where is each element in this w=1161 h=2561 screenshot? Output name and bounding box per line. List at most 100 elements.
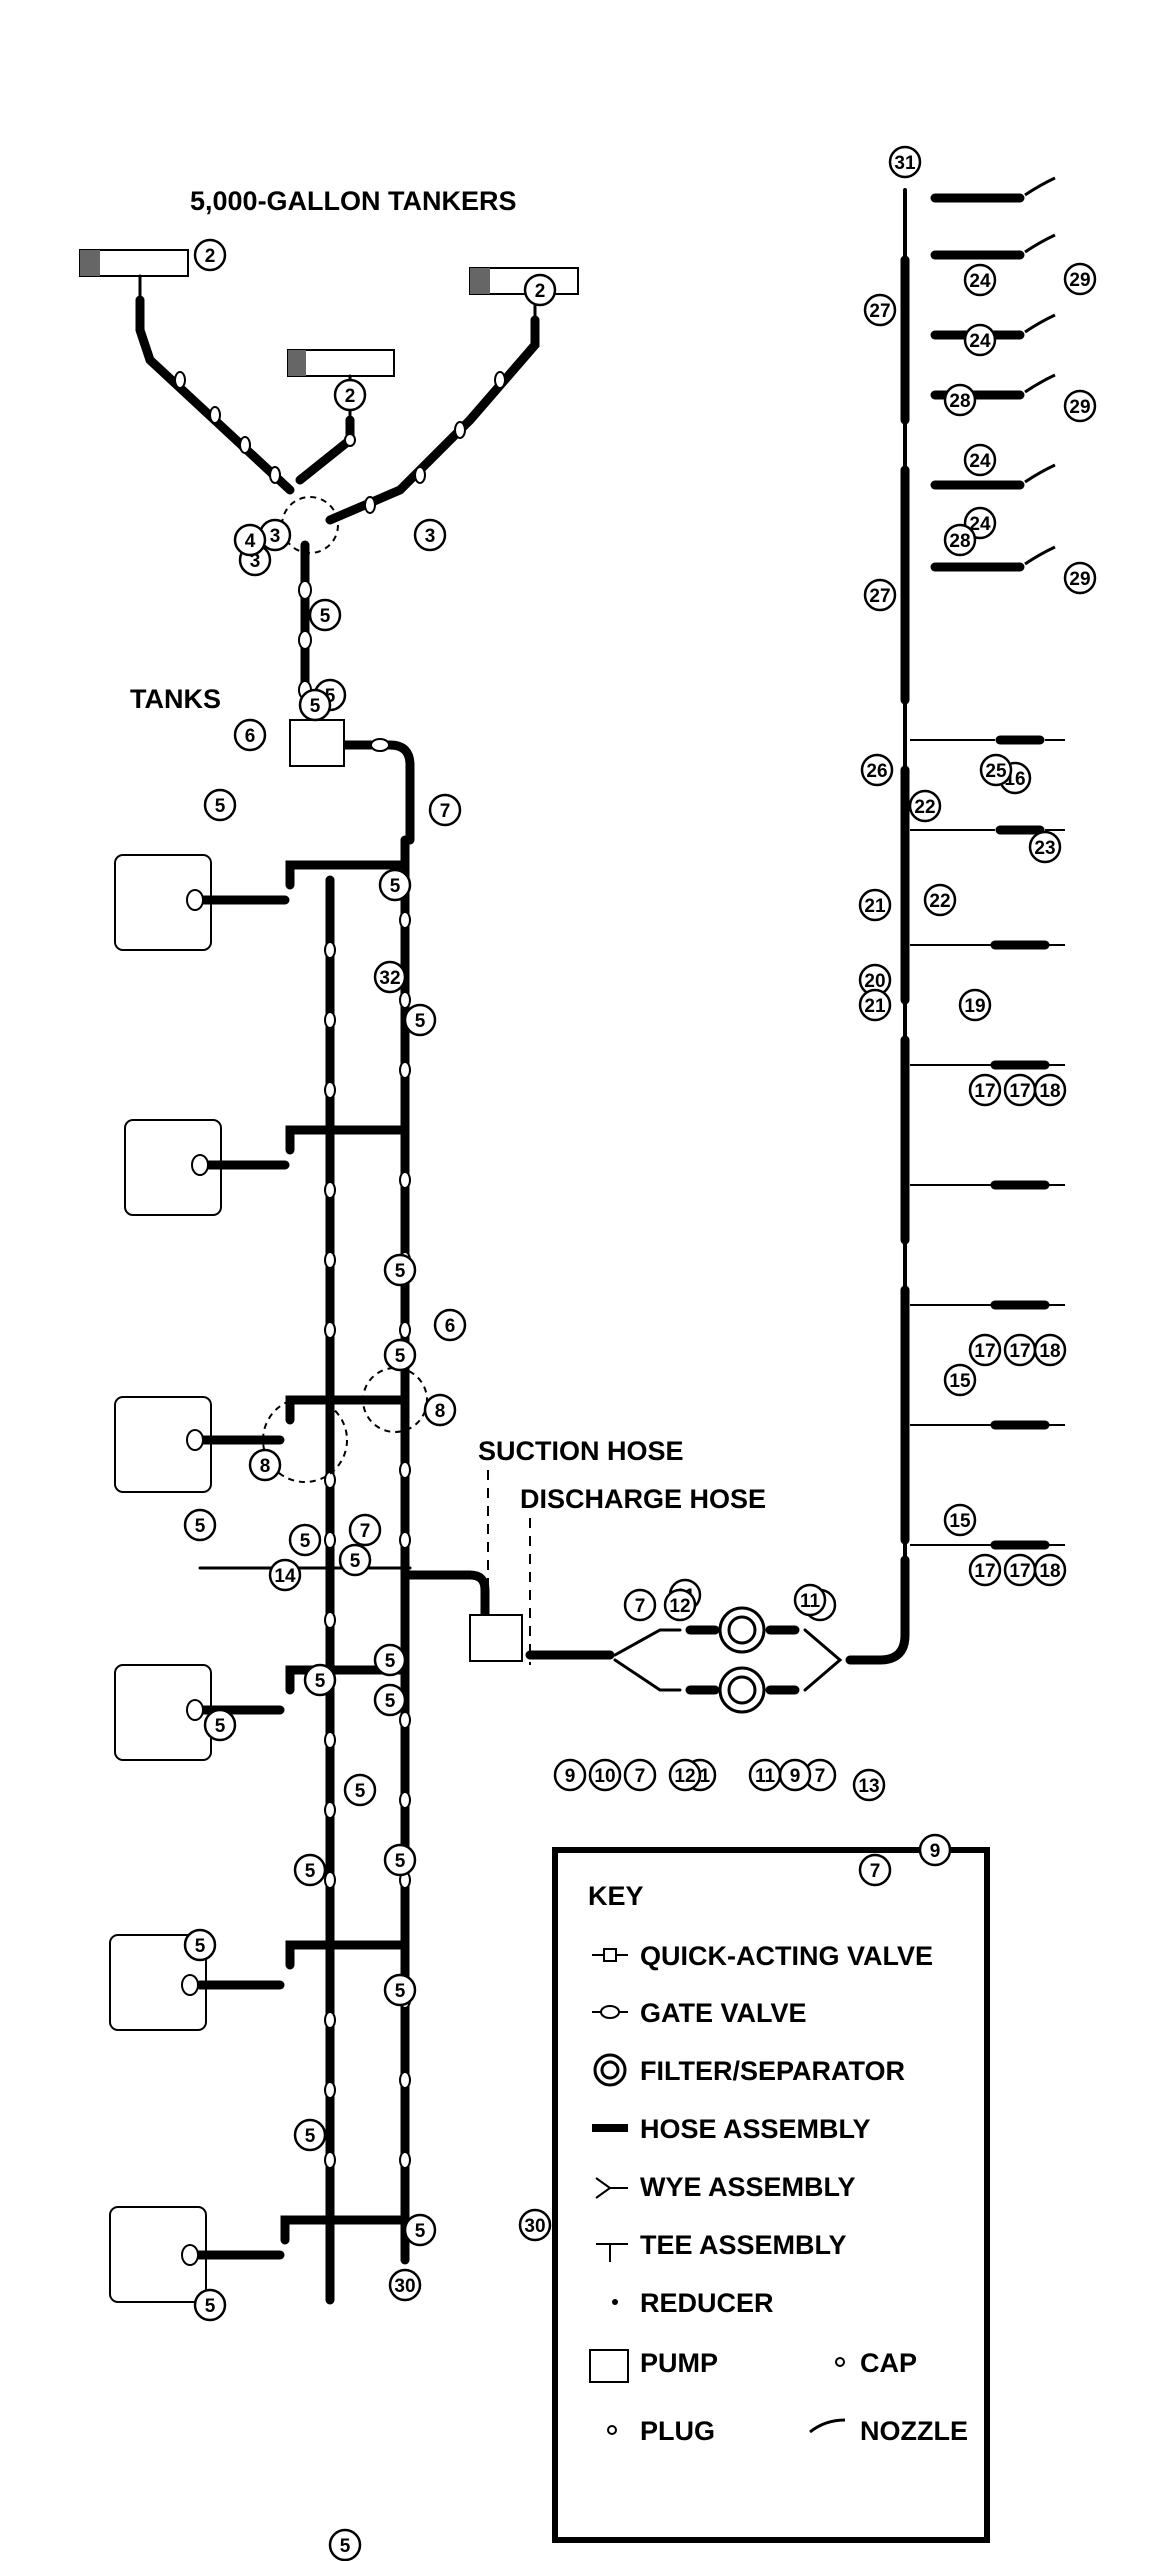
callout-5: 5 (373, 1643, 407, 1677)
callout-number: 13 (858, 1776, 879, 1797)
callout-number: 5 (385, 1691, 396, 1712)
callout-5: 5 (383, 1843, 417, 1877)
callout-number: 30 (524, 2216, 545, 2237)
callout-5: 5 (383, 1253, 417, 1287)
callout-22: 22 (923, 883, 957, 917)
key-label-filter-separator: FILTER/SEPARATOR (640, 2056, 905, 2086)
callout-number: 18 (1039, 1341, 1060, 1362)
callout-number: 21 (864, 896, 886, 917)
callout-number: 10 (594, 1766, 615, 1787)
callout-number: 5 (395, 1261, 406, 1282)
callout-24: 24 (963, 323, 997, 357)
callout-7: 7 (428, 793, 462, 827)
key-label-plug: PLUG (640, 2416, 715, 2446)
callout-20: 20 (858, 963, 892, 997)
callout-number: 2 (345, 386, 356, 407)
callout-5: 5 (383, 1338, 417, 1372)
callout-18: 18 (1033, 1333, 1067, 1367)
wye-detail-circle (281, 496, 339, 554)
callout-28: 28 (943, 383, 977, 417)
callout-32: 32 (373, 960, 407, 994)
callout-30: 30 (388, 2268, 422, 2302)
callout-number: 11 (755, 1766, 776, 1787)
callout-number: 5 (415, 2221, 426, 2242)
key-label-cap: CAP (860, 2348, 917, 2378)
callout-18: 18 (1033, 1553, 1067, 1587)
callout-number: 18 (1039, 1561, 1060, 1582)
callout-number: 18 (1039, 1081, 1060, 1102)
callout-number: 5 (355, 1781, 366, 1802)
callout-number: 29 (1069, 569, 1090, 590)
callout-number: 24 (969, 331, 991, 352)
callout-6: 6 (433, 1308, 467, 1342)
callout-26: 26 (860, 753, 894, 787)
key-title: KEY (588, 1881, 644, 1911)
callout-5: 5 (403, 2213, 437, 2247)
callout-29: 29 (1063, 262, 1097, 296)
callout-number: 7 (440, 801, 451, 822)
callout-number: 25 (985, 761, 1007, 782)
callout-9: 9 (918, 1833, 952, 1867)
callout-number: 5 (390, 876, 401, 897)
callout-number: 2 (205, 246, 216, 267)
key-box (552, 1847, 990, 2543)
callout-number: 17 (1009, 1341, 1030, 1362)
callout-number: 5 (395, 1851, 406, 1872)
nozzle-icon (809, 2418, 846, 2434)
callout-number: 12 (669, 1596, 690, 1617)
callout-2: 2 (523, 273, 557, 307)
tank-branch-lines (190, 860, 490, 2260)
callout-number: 5 (215, 796, 226, 817)
callout-9: 9 (778, 1758, 812, 1792)
callout-18: 18 (1033, 1073, 1067, 1107)
callout-4: 4 (233, 523, 267, 557)
detail-circle-8 (262, 1397, 348, 1483)
callout-number: 5 (315, 1671, 326, 1692)
callout-12: 12 (663, 1588, 697, 1622)
key-label-tee-assembly: TEE ASSEMBLY (640, 2230, 847, 2260)
callout-number: 5 (195, 1516, 206, 1537)
callout-number: 17 (974, 1561, 995, 1582)
callout-number: 7 (870, 1861, 881, 1882)
callout-5: 5 (338, 1543, 372, 1577)
callout-5: 5 (298, 688, 332, 722)
quick-acting-valve-icon (592, 1948, 628, 1962)
cap-icon (835, 2357, 845, 2367)
callout-number: 5 (310, 696, 321, 717)
callout-11: 11 (793, 1583, 827, 1617)
key-label-hose-assembly: HOSE ASSEMBLY (640, 2114, 871, 2144)
trunk-lines (300, 540, 415, 845)
callout-8: 8 (248, 1448, 282, 1482)
callout-number: 26 (866, 761, 887, 782)
callout-5: 5 (383, 1973, 417, 2007)
callout-23: 23 (1028, 830, 1062, 864)
callout-5: 5 (293, 2118, 327, 2152)
storage-tanks (109, 854, 222, 2303)
callout-number: 32 (379, 968, 400, 989)
tanks-pump (289, 719, 345, 767)
callout-14: 14 (268, 1558, 302, 1592)
key-label-quick-acting-valve: QUICK-ACTING VALVE (640, 1941, 933, 1971)
branch-valves (910, 739, 1065, 1546)
callout-17: 17 (1003, 1073, 1037, 1107)
callout-24: 24 (963, 263, 997, 297)
tanker-center (287, 349, 395, 377)
callout-21: 21 (858, 988, 892, 1022)
callout-27: 27 (863, 578, 897, 612)
callout-number: 5 (195, 1936, 206, 1957)
callout-number: 3 (250, 551, 261, 572)
key-label-pump: PUMP (640, 2348, 718, 2378)
callout-5: 5 (328, 2528, 362, 2561)
callout-number: 22 (929, 891, 950, 912)
callout-5: 5 (183, 1928, 217, 1962)
tanker-hose-couplings (174, 371, 506, 514)
callout-number: 15 (949, 1511, 971, 1532)
callout-17: 17 (1003, 1333, 1037, 1367)
callout-7: 7 (348, 1513, 382, 1547)
callout-19: 19 (958, 988, 992, 1022)
callout-number: 9 (930, 1841, 941, 1862)
callout-number: 4 (245, 531, 256, 552)
callout-2: 2 (193, 238, 227, 272)
callout-24: 24 (963, 443, 997, 477)
callout-number: 24 (969, 271, 991, 292)
